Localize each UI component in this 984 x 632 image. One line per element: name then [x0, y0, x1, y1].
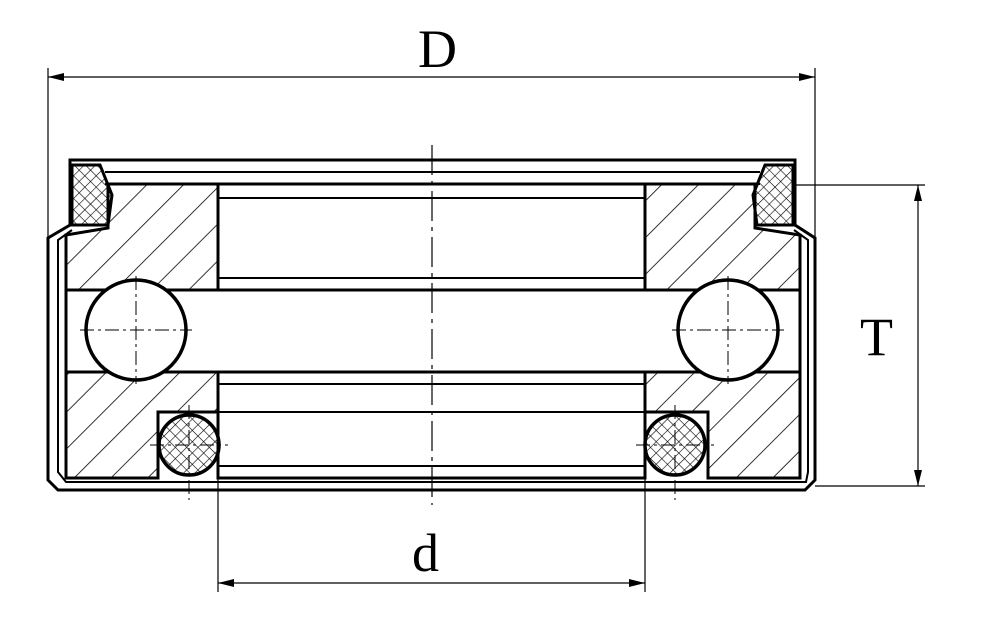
outer-diameter-label: D: [418, 19, 457, 79]
outer-housing-inner-line: [57, 229, 809, 483]
outer-housing-shell: [46, 158, 817, 492]
top-seal-left: [70, 163, 114, 227]
inner-diameter-label: d: [412, 523, 439, 583]
top-seal-right: [751, 163, 795, 227]
height-label: T: [860, 307, 893, 367]
